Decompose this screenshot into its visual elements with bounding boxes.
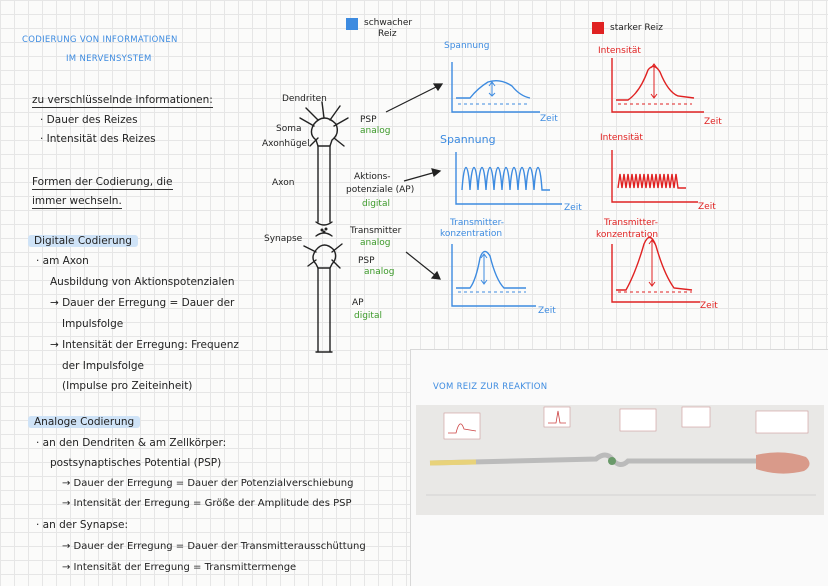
digital-line-1: · am Axon: [36, 255, 89, 267]
weak-zeit-label-3: Zeit: [538, 306, 556, 316]
axon-label: Axon: [272, 178, 295, 188]
weak-zeit-label-2: Zeit: [564, 203, 582, 213]
strong-zeit-label-3: Zeit: [700, 301, 718, 311]
synapse-label: Synapse: [264, 234, 303, 244]
weak-graph-psp: [451, 62, 540, 113]
neuron-drawing: [299, 101, 349, 353]
analog-line-7: → Intensität der Erregung = Transmitterm…: [62, 562, 297, 573]
strong-graph-psp: [611, 58, 704, 113]
weak-stimulus-label-2: Reiz: [378, 29, 397, 39]
strong-zeit-label-2: Zeit: [698, 202, 716, 212]
strong-intensitaet-label-2: Intensität: [600, 133, 643, 143]
analog-line-4: → Intensität der Erregung = Größe der Am…: [62, 498, 352, 509]
analog-line-2: postsynaptisches Potential (PSP): [50, 457, 222, 469]
analog-heading: Analoge Codierung: [28, 416, 141, 428]
soma-label: Soma: [276, 124, 302, 134]
forms-line-2: immer wechseln.: [32, 195, 122, 209]
weak-spannung-label-2: Spannung: [440, 133, 496, 146]
transmitter-label: Transmitter: [350, 226, 402, 236]
weak-transmitter-label-1: Transmitter-: [450, 218, 505, 228]
weak-graph-ap: [455, 152, 562, 205]
strong-transmitter-label-1: Transmitter-: [604, 218, 659, 228]
dendriten-label: Dendriten: [282, 94, 327, 104]
photo-panel: VOM REIZ ZUR REAKTION: [410, 349, 828, 586]
strong-intensitaet-label-1: Intensität: [598, 46, 641, 56]
ap2-digital-label: digital: [354, 311, 382, 321]
digital-line-7: (Impulse pro Zeiteinheit): [62, 380, 193, 392]
ap-label-1: Aktions-: [354, 172, 391, 182]
reiz-reaktion-sketch: [426, 406, 816, 496]
info-item-1: · Dauer des Reizes: [40, 114, 138, 126]
digital-line-2: Ausbildung von Aktionspotenzialen: [50, 276, 235, 288]
strong-graph-ap: [611, 150, 698, 203]
digital-line-6: der Impulsfolge: [62, 360, 144, 372]
info-heading: zu verschlüsselnde Informationen:: [32, 94, 213, 108]
analog-line-5: · an der Synapse:: [36, 519, 128, 531]
psp2-analog-label: analog: [364, 267, 395, 277]
ap-label-2: potenziale (AP): [346, 185, 415, 195]
title-line-2: IM NERVENSYSTEM: [66, 54, 152, 64]
weak-zeit-label-1: Zeit: [540, 114, 558, 124]
photo-title: VOM REIZ ZUR REAKTION: [433, 382, 548, 392]
info-item-2: · Intensität des Reizes: [40, 133, 156, 145]
analog-line-3: → Dauer der Erregung = Dauer der Potenzi…: [62, 478, 354, 489]
strong-stimulus-label: starker Reiz: [610, 23, 664, 33]
analog-line-1: · an den Dendriten & am Zellkörper:: [36, 437, 227, 449]
strong-transmitter-label-2: konzentration: [596, 230, 659, 240]
weak-transmitter-label-2: konzentration: [440, 229, 503, 239]
title-line-1: CODIERUNG VON INFORMATIONEN: [22, 35, 178, 45]
forms-line-1: Formen der Codierung, die: [32, 176, 173, 190]
ap-digital-label: digital: [362, 199, 390, 209]
digital-heading: Digitale Codierung: [28, 235, 138, 247]
weak-spannung-label-1: Spannung: [444, 41, 490, 51]
strong-stimulus-swatch: [592, 22, 604, 34]
weak-graph-transmitter: [451, 244, 536, 307]
analog-line-6: → Dauer der Erregung = Dauer der Transmi…: [62, 541, 366, 552]
axonhuegel-label: Axonhügel: [262, 139, 310, 149]
reiz-reaktion-diagram-image: [416, 405, 824, 515]
neuron-arrows: [385, 83, 444, 280]
digital-line-3: → Dauer der Erregung = Dauer der: [50, 297, 235, 309]
psp2-label: PSP: [358, 256, 375, 266]
psp-label: PSP: [360, 115, 377, 125]
ap2-label: AP: [352, 298, 364, 308]
psp-analog-label: analog: [360, 126, 391, 136]
digital-line-4: Impulsfolge: [62, 318, 124, 330]
digital-line-5: → Intensität der Erregung: Frequenz: [50, 339, 239, 351]
weak-stimulus-swatch: [346, 18, 358, 30]
weak-stimulus-label-1: schwacher: [364, 18, 413, 28]
strong-zeit-label-1: Zeit: [704, 117, 722, 127]
strong-graph-transmitter: [611, 236, 700, 303]
transmitter-analog-label: analog: [360, 238, 391, 248]
